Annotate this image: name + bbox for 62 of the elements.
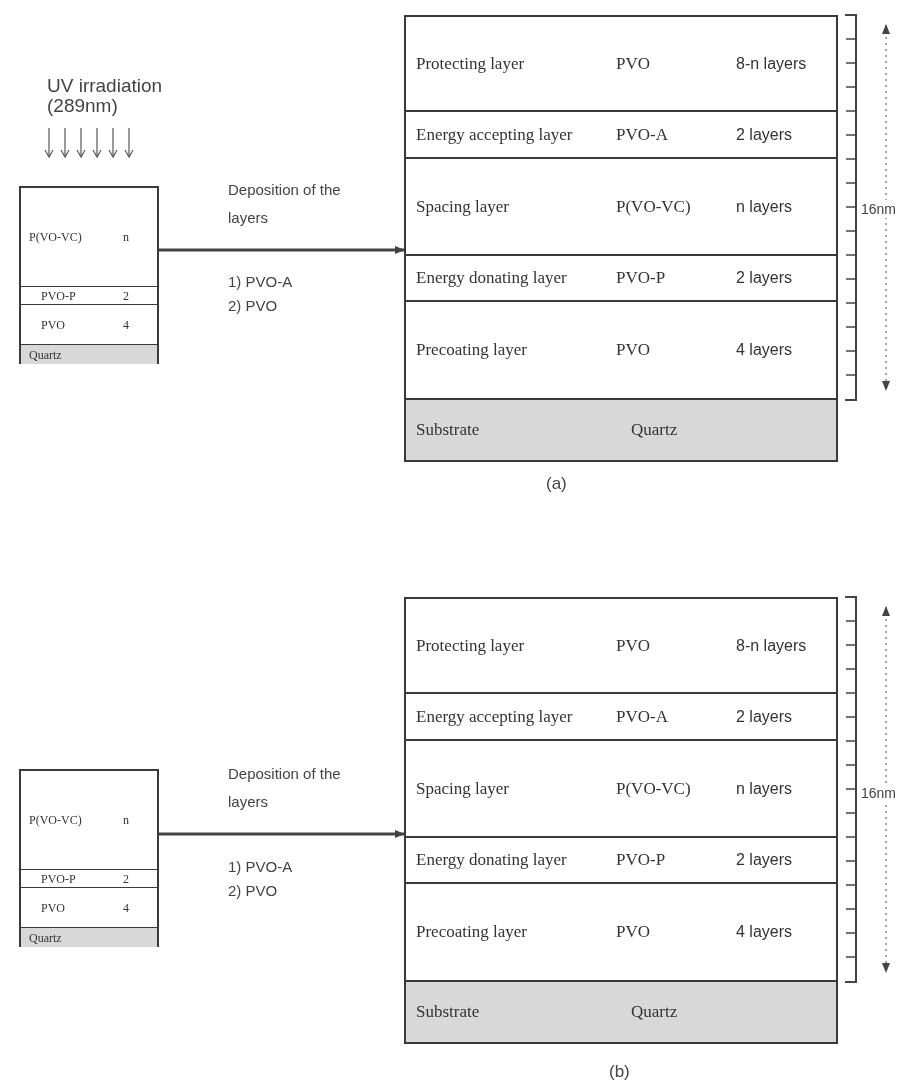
layer-name: Energy accepting layer bbox=[416, 124, 573, 145]
material-label: P(VO-VC) bbox=[616, 778, 691, 799]
material-label: PVO-P bbox=[41, 871, 76, 886]
layer-name: Energy donating layer bbox=[416, 268, 567, 288]
layer-stack bbox=[19, 186, 159, 364]
material-label: PVO-P bbox=[41, 288, 76, 303]
dimension-label: 16nm bbox=[861, 784, 897, 802]
layer-count: n layers bbox=[736, 197, 793, 216]
panel-label: (b) bbox=[609, 1062, 630, 1082]
layer-count: 2 bbox=[123, 288, 129, 303]
material-label: PVO-A bbox=[616, 706, 668, 727]
material-label: PVO bbox=[616, 53, 650, 74]
layer-count: 2 layers bbox=[736, 707, 793, 726]
layer-count: 4 bbox=[123, 317, 129, 332]
layer-name: Substrate bbox=[416, 1002, 480, 1022]
layer-count: 4 layers bbox=[736, 341, 793, 359]
layer-name: Energy accepting layer bbox=[416, 706, 573, 727]
layer-name: Energy donating layer bbox=[416, 850, 567, 870]
material-label: PVO bbox=[41, 900, 65, 915]
material-label: Quartz bbox=[29, 930, 62, 945]
layer-stack bbox=[404, 15, 838, 462]
layer-count: 8-n layers bbox=[736, 54, 807, 73]
material-label: Quartz bbox=[631, 420, 678, 440]
layer-count: 4 layers bbox=[736, 923, 793, 941]
layer-count: 2 layers bbox=[736, 269, 793, 287]
substrate-layer bbox=[21, 345, 157, 364]
layer-name: Precoating layer bbox=[416, 340, 527, 360]
material-label: PVO bbox=[616, 922, 650, 942]
layer-count: 2 layers bbox=[736, 851, 793, 869]
layer-name: Spacing layer bbox=[416, 778, 509, 799]
dimension-label: 16nm bbox=[861, 200, 897, 218]
arrow bbox=[159, 246, 405, 254]
material-label: PVO bbox=[41, 317, 65, 332]
layer-count: n layers bbox=[736, 779, 793, 798]
substrate-layer bbox=[406, 400, 836, 460]
panel-label: (a) bbox=[546, 474, 567, 494]
layer-count: 2 layers bbox=[736, 125, 793, 144]
material-label: P(VO-VC) bbox=[29, 229, 82, 245]
layer-stack bbox=[19, 769, 159, 947]
layer-count: 2 bbox=[123, 871, 129, 886]
substrate-layer bbox=[21, 928, 157, 947]
material-label: Quartz bbox=[631, 1002, 678, 1022]
layer-count: 4 bbox=[123, 900, 129, 915]
material-label: PVO-P bbox=[616, 268, 666, 288]
layer-name: Protecting layer bbox=[416, 53, 525, 74]
layer-name: Spacing layer bbox=[416, 196, 509, 217]
layer-name: Precoating layer bbox=[416, 922, 527, 942]
material-label: P(VO-VC) bbox=[29, 812, 82, 828]
material-label: PVO bbox=[616, 340, 650, 360]
layer-count: n bbox=[123, 812, 129, 828]
material-label: PVO bbox=[616, 635, 650, 656]
arrow bbox=[159, 830, 405, 838]
layer-name: Substrate bbox=[416, 420, 480, 440]
material-label: PVO-P bbox=[616, 850, 666, 870]
material-label: P(VO-VC) bbox=[616, 196, 691, 217]
material-label: PVO-A bbox=[616, 124, 668, 145]
layer-count: 8-n layers bbox=[736, 636, 807, 655]
layer-name: Protecting layer bbox=[416, 635, 525, 656]
layer-count: n bbox=[123, 229, 129, 245]
layer-stack bbox=[404, 597, 838, 1044]
substrate-layer bbox=[406, 982, 836, 1042]
material-label: Quartz bbox=[29, 347, 62, 362]
